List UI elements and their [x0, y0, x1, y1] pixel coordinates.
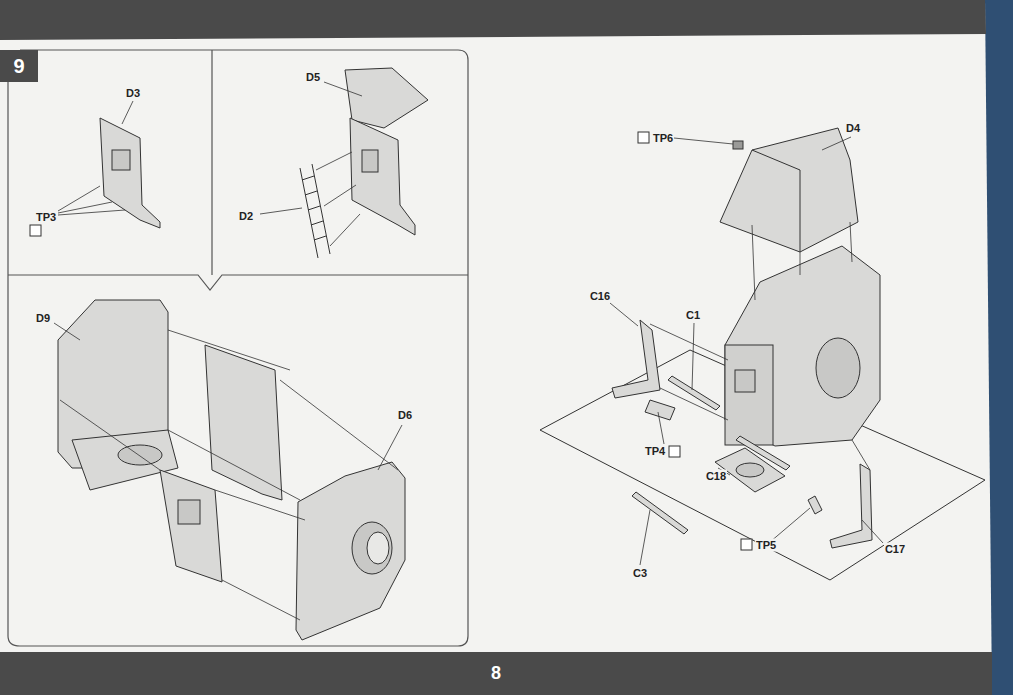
node-text: 8: [491, 663, 501, 684]
part-label: TP3: [35, 211, 57, 224]
part-label: D6: [397, 409, 413, 422]
node-text: 9: [13, 55, 24, 78]
part-label: D4: [845, 122, 861, 135]
part-label: D5: [305, 71, 321, 84]
step-number: 9: [0, 50, 38, 82]
part-label: C3: [632, 567, 648, 580]
part-label: TP5: [755, 539, 777, 552]
part-label: D3: [125, 87, 141, 100]
part-label: TP4: [644, 445, 666, 458]
part-label: D2: [238, 210, 254, 223]
part-label: C1: [685, 309, 701, 322]
part-label: C16: [589, 290, 611, 303]
part-label: TP6: [652, 132, 674, 145]
part-label: D9: [35, 312, 51, 325]
part-label: C18: [705, 470, 727, 483]
part-label: C17: [884, 543, 906, 556]
page-number-bar: 8: [0, 652, 992, 695]
